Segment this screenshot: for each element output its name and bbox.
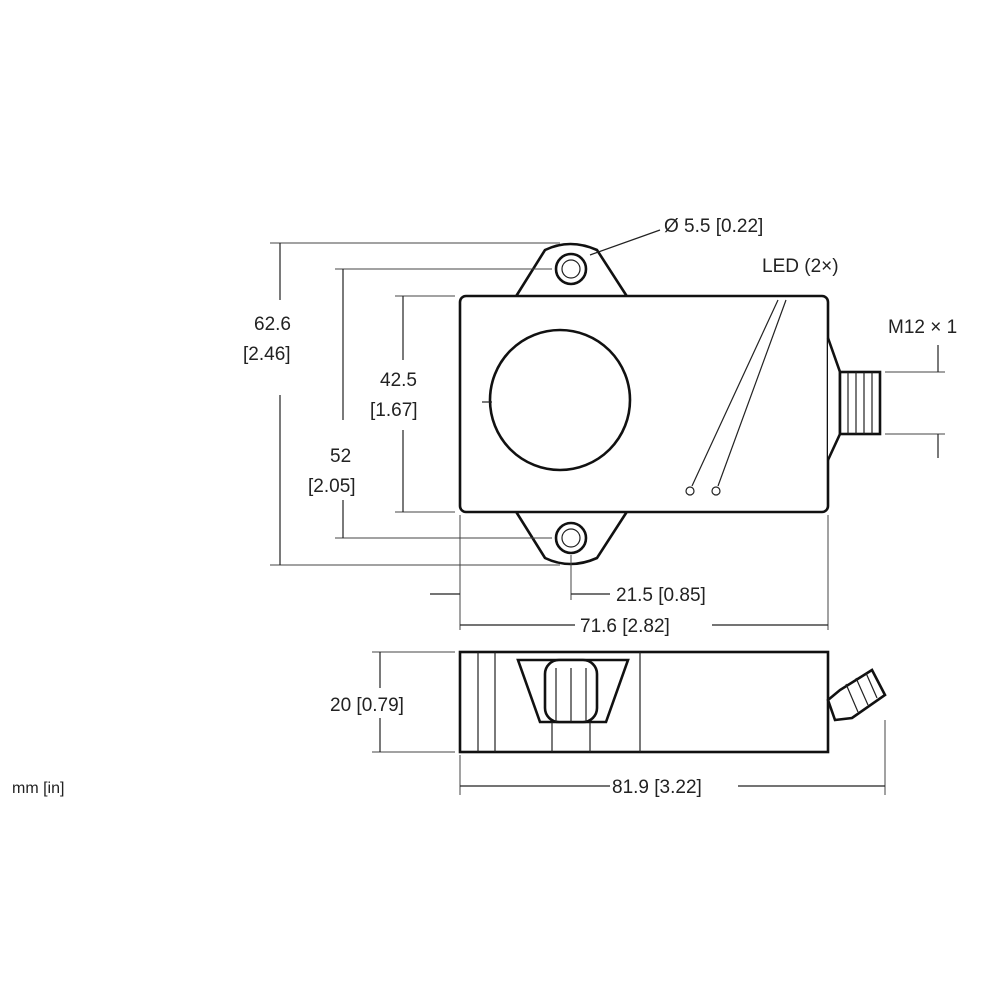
total-height-in: [2.46] (243, 344, 291, 365)
led-2 (711, 486, 721, 496)
mounting-hole-top-inner (561, 259, 581, 279)
m12-connector (838, 370, 882, 436)
thread-label: M12 × 1 (888, 317, 957, 338)
side-housing (458, 650, 830, 754)
connector-thread (847, 372, 873, 434)
side-depth-label: 20 [0.79] (330, 695, 404, 716)
hole-spacing-mm: 52 (330, 446, 351, 467)
body-width-label: 71.6 [2.82] (580, 616, 670, 637)
body-height-mm: 42.5 (380, 370, 417, 391)
mounting-hole-bottom-inner (561, 528, 581, 548)
led-leader-1 (691, 299, 779, 487)
dimension-lines (270, 242, 945, 630)
top-view (458, 229, 882, 566)
side-length-label: 81.9 [3.22] (612, 777, 702, 798)
side-view (372, 650, 887, 795)
mounting-hole-bottom (554, 521, 588, 555)
connector-neck (826, 337, 842, 461)
hole-spacing-in: [2.05] (308, 476, 356, 497)
sensing-face (488, 328, 632, 472)
led-leader-2 (717, 299, 787, 487)
total-height-mm: 62.6 (254, 314, 291, 335)
mounting-hole-top (554, 252, 588, 286)
led-1 (685, 486, 695, 496)
hole-leader (589, 229, 661, 256)
body-height-in: [1.67] (370, 400, 418, 421)
units-label: mm [in] (12, 780, 64, 797)
hole-offset-label: 21.5 [0.85] (616, 585, 706, 606)
led-label: LED (2×) (762, 256, 839, 277)
hole-diameter-label: Ø 5.5 [0.22] (664, 216, 763, 237)
